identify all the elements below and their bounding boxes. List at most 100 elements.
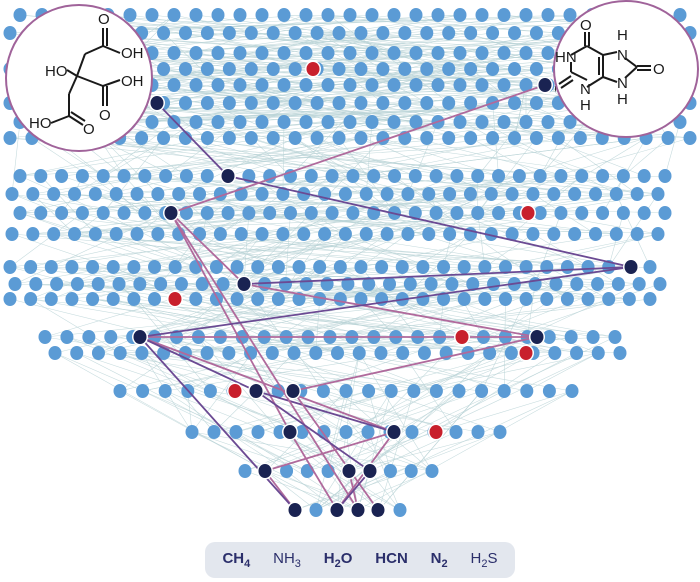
network-node	[255, 46, 269, 60]
network-node	[200, 346, 214, 360]
network-node	[492, 169, 506, 183]
network-node	[185, 425, 199, 439]
network-node	[475, 46, 489, 60]
network-node	[591, 277, 605, 291]
highlighted-node	[342, 464, 356, 478]
network-node	[504, 346, 518, 360]
network-node	[278, 277, 292, 291]
network-node	[233, 8, 247, 22]
network-node	[487, 277, 501, 291]
network-node	[8, 277, 22, 291]
network-node	[5, 227, 19, 241]
network-node	[498, 260, 512, 274]
network-node	[195, 277, 209, 291]
highlighted-node	[371, 503, 385, 517]
network-node	[484, 187, 498, 201]
network-node	[365, 8, 379, 22]
network-node	[346, 169, 360, 183]
network-node	[333, 292, 347, 306]
network-node	[230, 260, 244, 274]
network-node	[429, 384, 443, 398]
network-node	[222, 62, 236, 76]
network-node	[244, 346, 258, 360]
network-node	[497, 8, 511, 22]
network-node	[457, 292, 471, 306]
network-node	[3, 260, 17, 274]
network-node	[91, 277, 105, 291]
highlighted-node	[538, 78, 552, 92]
network-node	[442, 62, 456, 76]
network-node	[429, 169, 443, 183]
network-node	[65, 260, 79, 274]
network-node	[283, 206, 297, 220]
network-node	[38, 330, 52, 344]
network-node	[575, 169, 589, 183]
network-node	[47, 227, 61, 241]
network-node	[362, 277, 376, 291]
network-node	[384, 384, 398, 398]
network-node	[471, 206, 485, 220]
highlighted-node	[237, 277, 251, 291]
network-node	[221, 206, 235, 220]
red-node	[306, 62, 320, 76]
network-node	[251, 425, 265, 439]
network-node	[288, 26, 302, 40]
network-node	[471, 169, 485, 183]
network-node	[409, 46, 423, 60]
network-node	[292, 292, 306, 306]
network-node	[568, 187, 582, 201]
svg-text:N: N	[580, 81, 591, 98]
network-node	[331, 346, 344, 360]
network-node	[528, 277, 542, 291]
network-node	[508, 131, 522, 145]
network-node	[44, 260, 58, 274]
network-node	[570, 277, 584, 291]
network-node	[540, 260, 554, 274]
highlighted-node	[288, 503, 302, 517]
network-node	[484, 227, 498, 241]
network-node	[464, 62, 478, 76]
network-node	[82, 330, 96, 344]
network-node	[520, 384, 534, 398]
network-node	[60, 330, 74, 344]
network-node	[297, 227, 311, 241]
highlighted-node	[286, 384, 300, 398]
network-node	[244, 131, 258, 145]
network-node	[443, 227, 457, 241]
network-node	[276, 187, 290, 201]
network-node	[145, 115, 159, 129]
network-node	[277, 115, 291, 129]
network-node	[575, 206, 589, 220]
uric-acid-structure-icon: O H HN N O O N N H H	[555, 17, 665, 114]
network-node	[266, 96, 280, 110]
network-node	[478, 260, 492, 274]
network-node	[299, 46, 313, 60]
network-node	[533, 169, 547, 183]
network-node	[457, 260, 471, 274]
network-node	[383, 464, 397, 478]
network-node	[3, 292, 17, 306]
network-node	[55, 169, 69, 183]
network-node	[609, 187, 623, 201]
network-node	[475, 384, 489, 398]
network-node	[222, 96, 236, 110]
network-node	[287, 346, 301, 360]
network-node	[321, 46, 335, 60]
network-node	[48, 346, 62, 360]
network-node	[453, 8, 467, 22]
network-node	[362, 384, 376, 398]
network-node	[408, 206, 422, 220]
network-node	[288, 131, 302, 145]
network-node	[352, 346, 366, 360]
network-node	[211, 46, 225, 60]
network-node	[265, 346, 279, 360]
network-node	[405, 425, 419, 439]
network-node	[277, 78, 291, 92]
network-node	[354, 131, 368, 145]
network-node	[167, 8, 181, 22]
network-node	[497, 115, 511, 129]
network-node	[193, 187, 207, 201]
network-node	[475, 115, 489, 129]
highlighted-node	[221, 169, 235, 183]
